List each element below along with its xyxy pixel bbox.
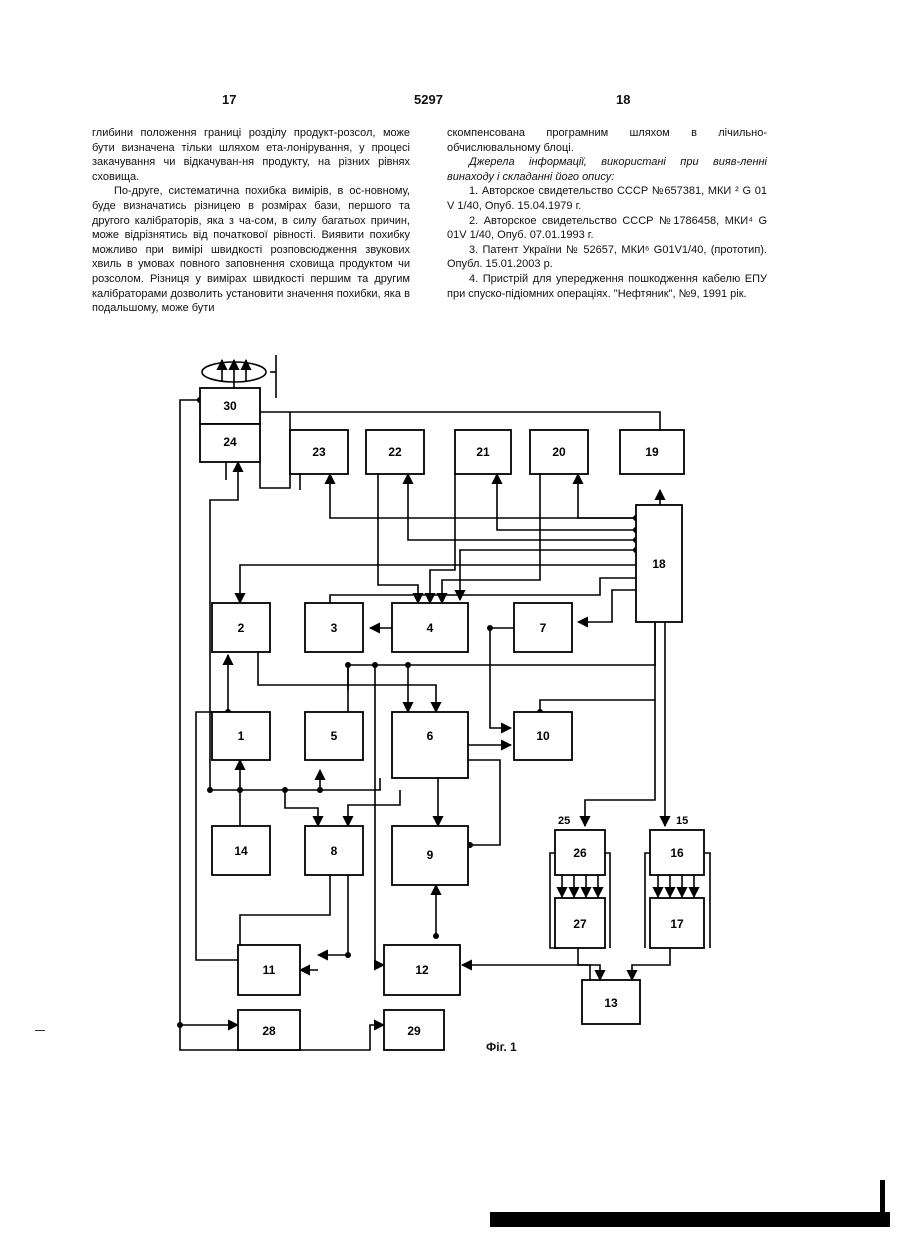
- scan-bar: [490, 1212, 890, 1227]
- label-11: 11: [263, 963, 276, 977]
- label-22: 22: [388, 445, 402, 459]
- label-5: 5: [331, 729, 338, 743]
- label-23: 23: [312, 445, 326, 459]
- label-25: 25: [558, 815, 570, 827]
- label-30: 30: [223, 399, 237, 413]
- label-7: 7: [540, 621, 547, 635]
- margin-mark: [35, 1030, 45, 1031]
- label-27: 27: [573, 917, 587, 931]
- label-15: 15: [676, 815, 688, 827]
- label-19: 19: [645, 445, 659, 459]
- label-28: 28: [262, 1024, 276, 1038]
- label-2: 2: [238, 621, 245, 635]
- figure-caption: Фіг. 1: [486, 1040, 517, 1054]
- label-8: 8: [331, 844, 338, 858]
- label-1: 1: [238, 729, 245, 743]
- block-6: [392, 712, 468, 778]
- label-13: 13: [604, 996, 618, 1010]
- label-6: 6: [427, 729, 434, 743]
- label-24: 24: [223, 435, 237, 449]
- label-10: 10: [536, 729, 550, 743]
- label-17: 17: [670, 917, 684, 931]
- label-21: 21: [476, 445, 490, 459]
- label-26: 26: [573, 846, 587, 860]
- label-18: 18: [652, 557, 666, 571]
- label-3: 3: [331, 621, 338, 635]
- label-4: 4: [427, 621, 434, 635]
- scan-bar-tick: [880, 1180, 885, 1214]
- label-20: 20: [552, 445, 566, 459]
- label-14: 14: [234, 844, 248, 858]
- label-29: 29: [407, 1024, 421, 1038]
- label-16: 16: [670, 846, 684, 860]
- label-9: 9: [427, 848, 434, 862]
- label-12: 12: [415, 963, 429, 977]
